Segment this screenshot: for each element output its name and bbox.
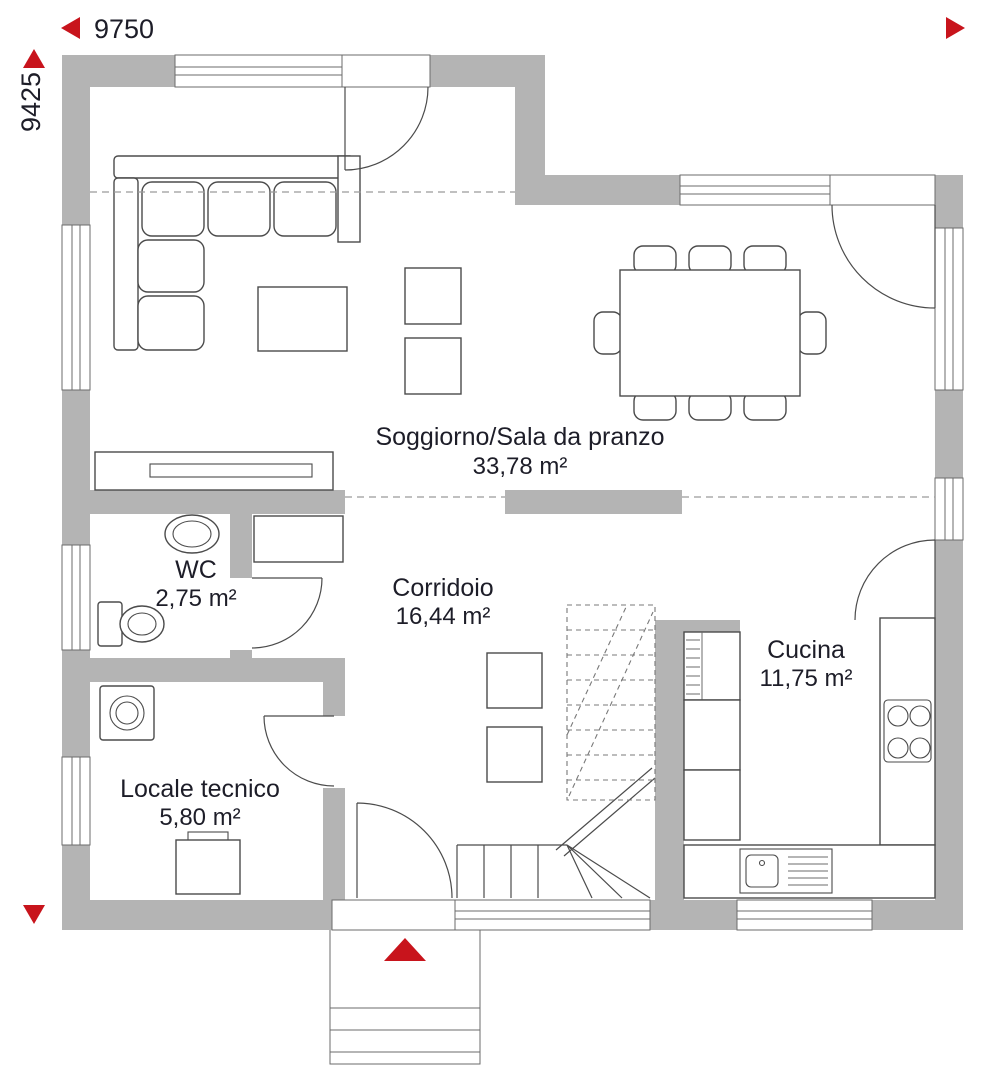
dimension-arrow-left-icon xyxy=(61,17,80,39)
dining-table xyxy=(619,269,801,397)
staircase xyxy=(456,604,656,899)
dimension-arrow-right-icon xyxy=(946,17,965,39)
dimension-width-label: 9750 xyxy=(94,14,154,44)
window xyxy=(454,899,651,931)
window xyxy=(934,227,964,391)
kitchen-sink xyxy=(739,848,833,894)
reference-lines xyxy=(90,191,935,498)
room-area-corridor: 16,44 m² xyxy=(396,603,491,630)
dimension-arrow-up-icon xyxy=(23,49,45,68)
window xyxy=(61,544,91,651)
door-opening xyxy=(331,899,456,931)
dining-set xyxy=(593,245,827,421)
room-area-kitchen: 11,75 m² xyxy=(760,665,853,692)
wc-sink xyxy=(164,514,220,554)
sofa xyxy=(113,155,361,351)
window xyxy=(61,756,91,846)
wall-segment xyxy=(62,650,90,757)
room-labels: Soggiorno/Sala da pranzo 33,78 m² WC 2,7… xyxy=(120,423,852,831)
door-swings xyxy=(251,86,936,899)
door-opening xyxy=(341,54,431,88)
wall-segment xyxy=(62,900,332,930)
fixtures-corridor xyxy=(486,652,543,783)
toilet xyxy=(97,601,165,647)
window xyxy=(679,174,831,206)
room-area-technical: 5,80 m² xyxy=(159,804,240,831)
wall-segment xyxy=(505,490,682,514)
door-swing xyxy=(356,802,453,899)
wall-segment xyxy=(655,620,684,900)
dimension-annotations: 9750 9425 xyxy=(16,14,965,924)
wall-segment xyxy=(515,175,680,205)
wall-segment xyxy=(430,55,545,87)
room-label-living: Soggiorno/Sala da pranzo xyxy=(375,423,664,451)
wall-segment xyxy=(935,205,963,228)
cabinet xyxy=(486,726,543,783)
coffee-table xyxy=(257,286,348,352)
room-area-wc: 2,75 m² xyxy=(155,585,236,612)
windows-and-openings xyxy=(61,54,964,931)
door-swing xyxy=(831,204,936,309)
cabinet xyxy=(486,652,543,709)
utility-table xyxy=(175,831,241,895)
cooktop xyxy=(883,699,932,763)
exterior-walls xyxy=(62,55,963,930)
pouf xyxy=(404,267,462,325)
stairs-upper-flight-dashed xyxy=(566,604,656,801)
room-label-kitchen: Cucina xyxy=(767,636,845,664)
wall-segment xyxy=(62,87,90,225)
interior-walls xyxy=(90,490,740,900)
window xyxy=(61,224,91,391)
wall-segment xyxy=(872,900,963,930)
dimension-arrow-down-icon xyxy=(23,905,45,924)
wall-segment xyxy=(90,658,345,682)
window xyxy=(736,899,873,931)
sideboard xyxy=(94,451,334,491)
fixtures-technical xyxy=(99,685,241,895)
wall-segment xyxy=(230,650,252,658)
door-swing xyxy=(344,86,429,171)
pouf xyxy=(404,337,462,395)
wall-segment xyxy=(90,490,345,514)
entrance-arrow-icon xyxy=(384,938,426,961)
wall-segment xyxy=(323,788,345,900)
wall-segment xyxy=(230,514,252,578)
wardrobe xyxy=(253,515,344,563)
door-swing xyxy=(251,577,323,649)
tall-units xyxy=(683,631,741,841)
window xyxy=(934,477,964,541)
room-label-technical: Locale tecnico xyxy=(120,775,280,803)
door-swing xyxy=(263,715,335,787)
chair xyxy=(797,311,827,355)
wall-segment xyxy=(62,845,90,900)
fixtures-kitchen xyxy=(683,617,936,899)
dimension-height-label: 9425 xyxy=(16,72,46,132)
entrance-porch xyxy=(329,930,481,1065)
wall-segment xyxy=(650,900,737,930)
wall-segment xyxy=(62,55,175,87)
wall-segment xyxy=(62,390,90,545)
window xyxy=(174,54,343,88)
door-opening xyxy=(829,174,936,206)
stairs-lower-flight xyxy=(456,767,656,899)
wall-segment xyxy=(935,390,963,478)
wall-segment xyxy=(515,87,545,175)
furniture-living xyxy=(94,155,827,491)
wall-segment xyxy=(935,175,963,205)
washing-machine xyxy=(99,685,155,741)
fixtures-wc xyxy=(97,514,344,647)
chair xyxy=(593,311,623,355)
room-area-living: 33,78 m² xyxy=(473,453,568,480)
room-label-wc: WC xyxy=(175,556,217,584)
wall-segment xyxy=(935,540,963,930)
room-label-corridor: Corridoio xyxy=(392,574,493,602)
wall-segment xyxy=(323,682,345,716)
door-swing xyxy=(854,539,936,621)
